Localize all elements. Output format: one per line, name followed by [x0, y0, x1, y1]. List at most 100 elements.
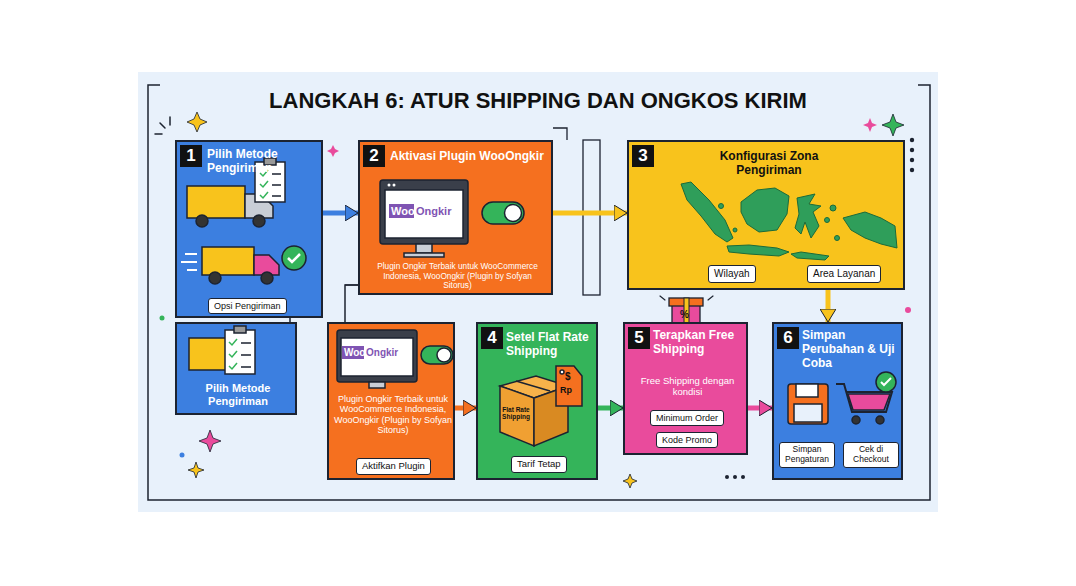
decor-layer-part-part: [660, 296, 665, 300]
decor-layer-part: [327, 145, 339, 157]
decor-layer-part: [882, 114, 904, 136]
step-box: 4Setel Flat Rate ShippingTarif Tetap: [476, 322, 598, 480]
step-box: 3Konfigurasi Zona PengirimanWilayahArea …: [627, 140, 905, 290]
decor-layer-part-part: [708, 296, 713, 300]
monitor-illustration-part-part: [369, 382, 385, 388]
diagram-title: LANGKAH 6: ATUR SHIPPING DAN ONGKOS KIRI…: [0, 88, 1076, 114]
step-box: 2Aktivasi Plugin WooOngkirPlugin Ongkir …: [358, 140, 553, 295]
pill-text: Kode Promo: [662, 435, 712, 445]
flow-arrow: [748, 406, 772, 411]
decor-layer-part-part: [910, 158, 914, 162]
save-cart-illustration-part-part: [796, 384, 818, 397]
pill-text: Area Layanan: [813, 268, 875, 280]
decor-layer-part-part: [169, 117, 171, 125]
action-pill: Cek di Checkout: [843, 442, 899, 468]
option-pill: Kode Promo: [656, 432, 718, 448]
flow-arrow: [826, 290, 831, 322]
decor-layer-part: [553, 128, 567, 140]
monitor-illustration-part-part: [393, 184, 396, 187]
step-number: 4: [481, 327, 503, 349]
decor-layer-part: [725, 475, 745, 479]
option-pill: Wilayah: [708, 265, 756, 283]
truck-illustration-part-part: [187, 186, 245, 218]
truck-illustration-part: [181, 158, 306, 284]
clipboard-illustration-part: [189, 326, 255, 374]
process-box: Pilih Metode Pengiriman: [175, 322, 297, 415]
truck-illustration-part-part: [181, 254, 197, 270]
indonesia-map-part-part: [795, 194, 821, 238]
monitor-illustration-part-part: [337, 330, 417, 382]
option-pill: Area Layanan: [807, 265, 881, 283]
box-text: Plugin Ongkir Terbaik untuk WooCommerce …: [334, 394, 452, 435]
decor-layer-part: [187, 112, 207, 132]
decor-layer-part-part: [741, 475, 745, 479]
connector-line: [345, 285, 358, 322]
pill-text: Opsi Pengiriman: [214, 301, 281, 311]
box-text: Free Shipping dengan kondisi: [631, 376, 744, 398]
indonesia-map-part: [681, 182, 897, 260]
box-illustration-part-part: [556, 366, 582, 406]
monitor-illustration-part-part: [388, 184, 391, 187]
clipboard-illustration-part-part: [241, 343, 251, 367]
box-text: Plugin Ongkir Terbaik untuk WooCommerce …: [368, 262, 547, 291]
truck-illustration-part-part: [209, 272, 221, 284]
box-illustration-part: [500, 366, 582, 446]
step-number: 6: [777, 327, 799, 349]
decor-layer-part-part: [910, 138, 914, 142]
pill-text: Tarif Tetap: [517, 459, 561, 470]
save-cart-illustration-part-part: [876, 372, 896, 392]
flow-arrow: [323, 211, 358, 216]
monitor-illustration-part-part: [385, 190, 463, 238]
step-box: 5Terapkan Free ShippingFree Shipping den…: [623, 322, 748, 455]
box-heading: Setel Flat Rate Shipping: [506, 331, 596, 359]
step-box: 6Simpan Perubahan & Uji CobaSimpan Penga…: [772, 322, 903, 480]
box-heading: Pilih Metode Pengiriman: [207, 148, 319, 176]
indonesia-map-part-part: [741, 188, 789, 232]
indonesia-map-part-part: [727, 245, 789, 256]
process-box: Plugin Ongkir Terbaik untuk WooCommerce …: [327, 322, 455, 480]
indonesia-map-part-part: [825, 218, 830, 223]
option-pill: Tarif Tetap: [511, 456, 567, 473]
indonesia-map-part-part: [835, 236, 840, 241]
decor-layer-part: [863, 118, 877, 132]
monitor-illustration-part-part: [416, 244, 432, 253]
clipboard-illustration-part-part: [234, 326, 246, 333]
monitor-illustration-part: [337, 330, 453, 388]
indonesia-map-part-part: [830, 205, 836, 211]
truck-illustration-part-part: [288, 254, 300, 262]
save-cart-illustration-part-part: [794, 404, 822, 422]
monitor-illustration-part-part: [380, 180, 468, 244]
flow-arrow: [553, 211, 627, 216]
decor-layer-part: [188, 462, 204, 478]
decor-layer-part: [910, 138, 914, 172]
box-illustration-part-part: [516, 381, 550, 391]
pill-text: Simpan Pengaturan: [785, 445, 829, 465]
save-cart-illustration-part-part: [848, 394, 890, 410]
box-heading: Terapkan Free Shipping: [653, 329, 747, 357]
step-number: 1: [180, 145, 202, 167]
decor-layer-part-part: [725, 475, 729, 479]
decor-layer-part-part: [910, 148, 914, 152]
indonesia-map-part-part: [733, 228, 737, 232]
decor-layer-part: [583, 140, 600, 295]
clipboard-illustration-part-part: [225, 330, 255, 374]
truck-illustration-part-part: [261, 272, 273, 284]
pill-text: Wilayah: [714, 268, 750, 280]
indonesia-map-part-part: [791, 252, 829, 260]
flow-arrow: [455, 406, 476, 411]
decor-layer-part: [180, 453, 185, 458]
truck-illustration-part-part: [202, 247, 254, 275]
indonesia-map-part-part: [681, 182, 733, 242]
decor-layer-part: [155, 117, 170, 134]
step-number: 5: [628, 327, 650, 349]
step-box: 1Pilih Metode PengirimanOpsi Pengiriman: [175, 140, 323, 318]
box-heading: Aktivasi Plugin WooOngkir: [390, 150, 550, 164]
decor-layer-part-part: [910, 168, 914, 172]
box-heading: Pilih Metode Pengiriman: [183, 382, 293, 407]
decor-layer-part: [138, 72, 938, 512]
box-illustration-part-part: [560, 370, 564, 374]
decor-layer-part-part: [160, 123, 165, 128]
monitor-illustration-part-part: [421, 346, 453, 364]
